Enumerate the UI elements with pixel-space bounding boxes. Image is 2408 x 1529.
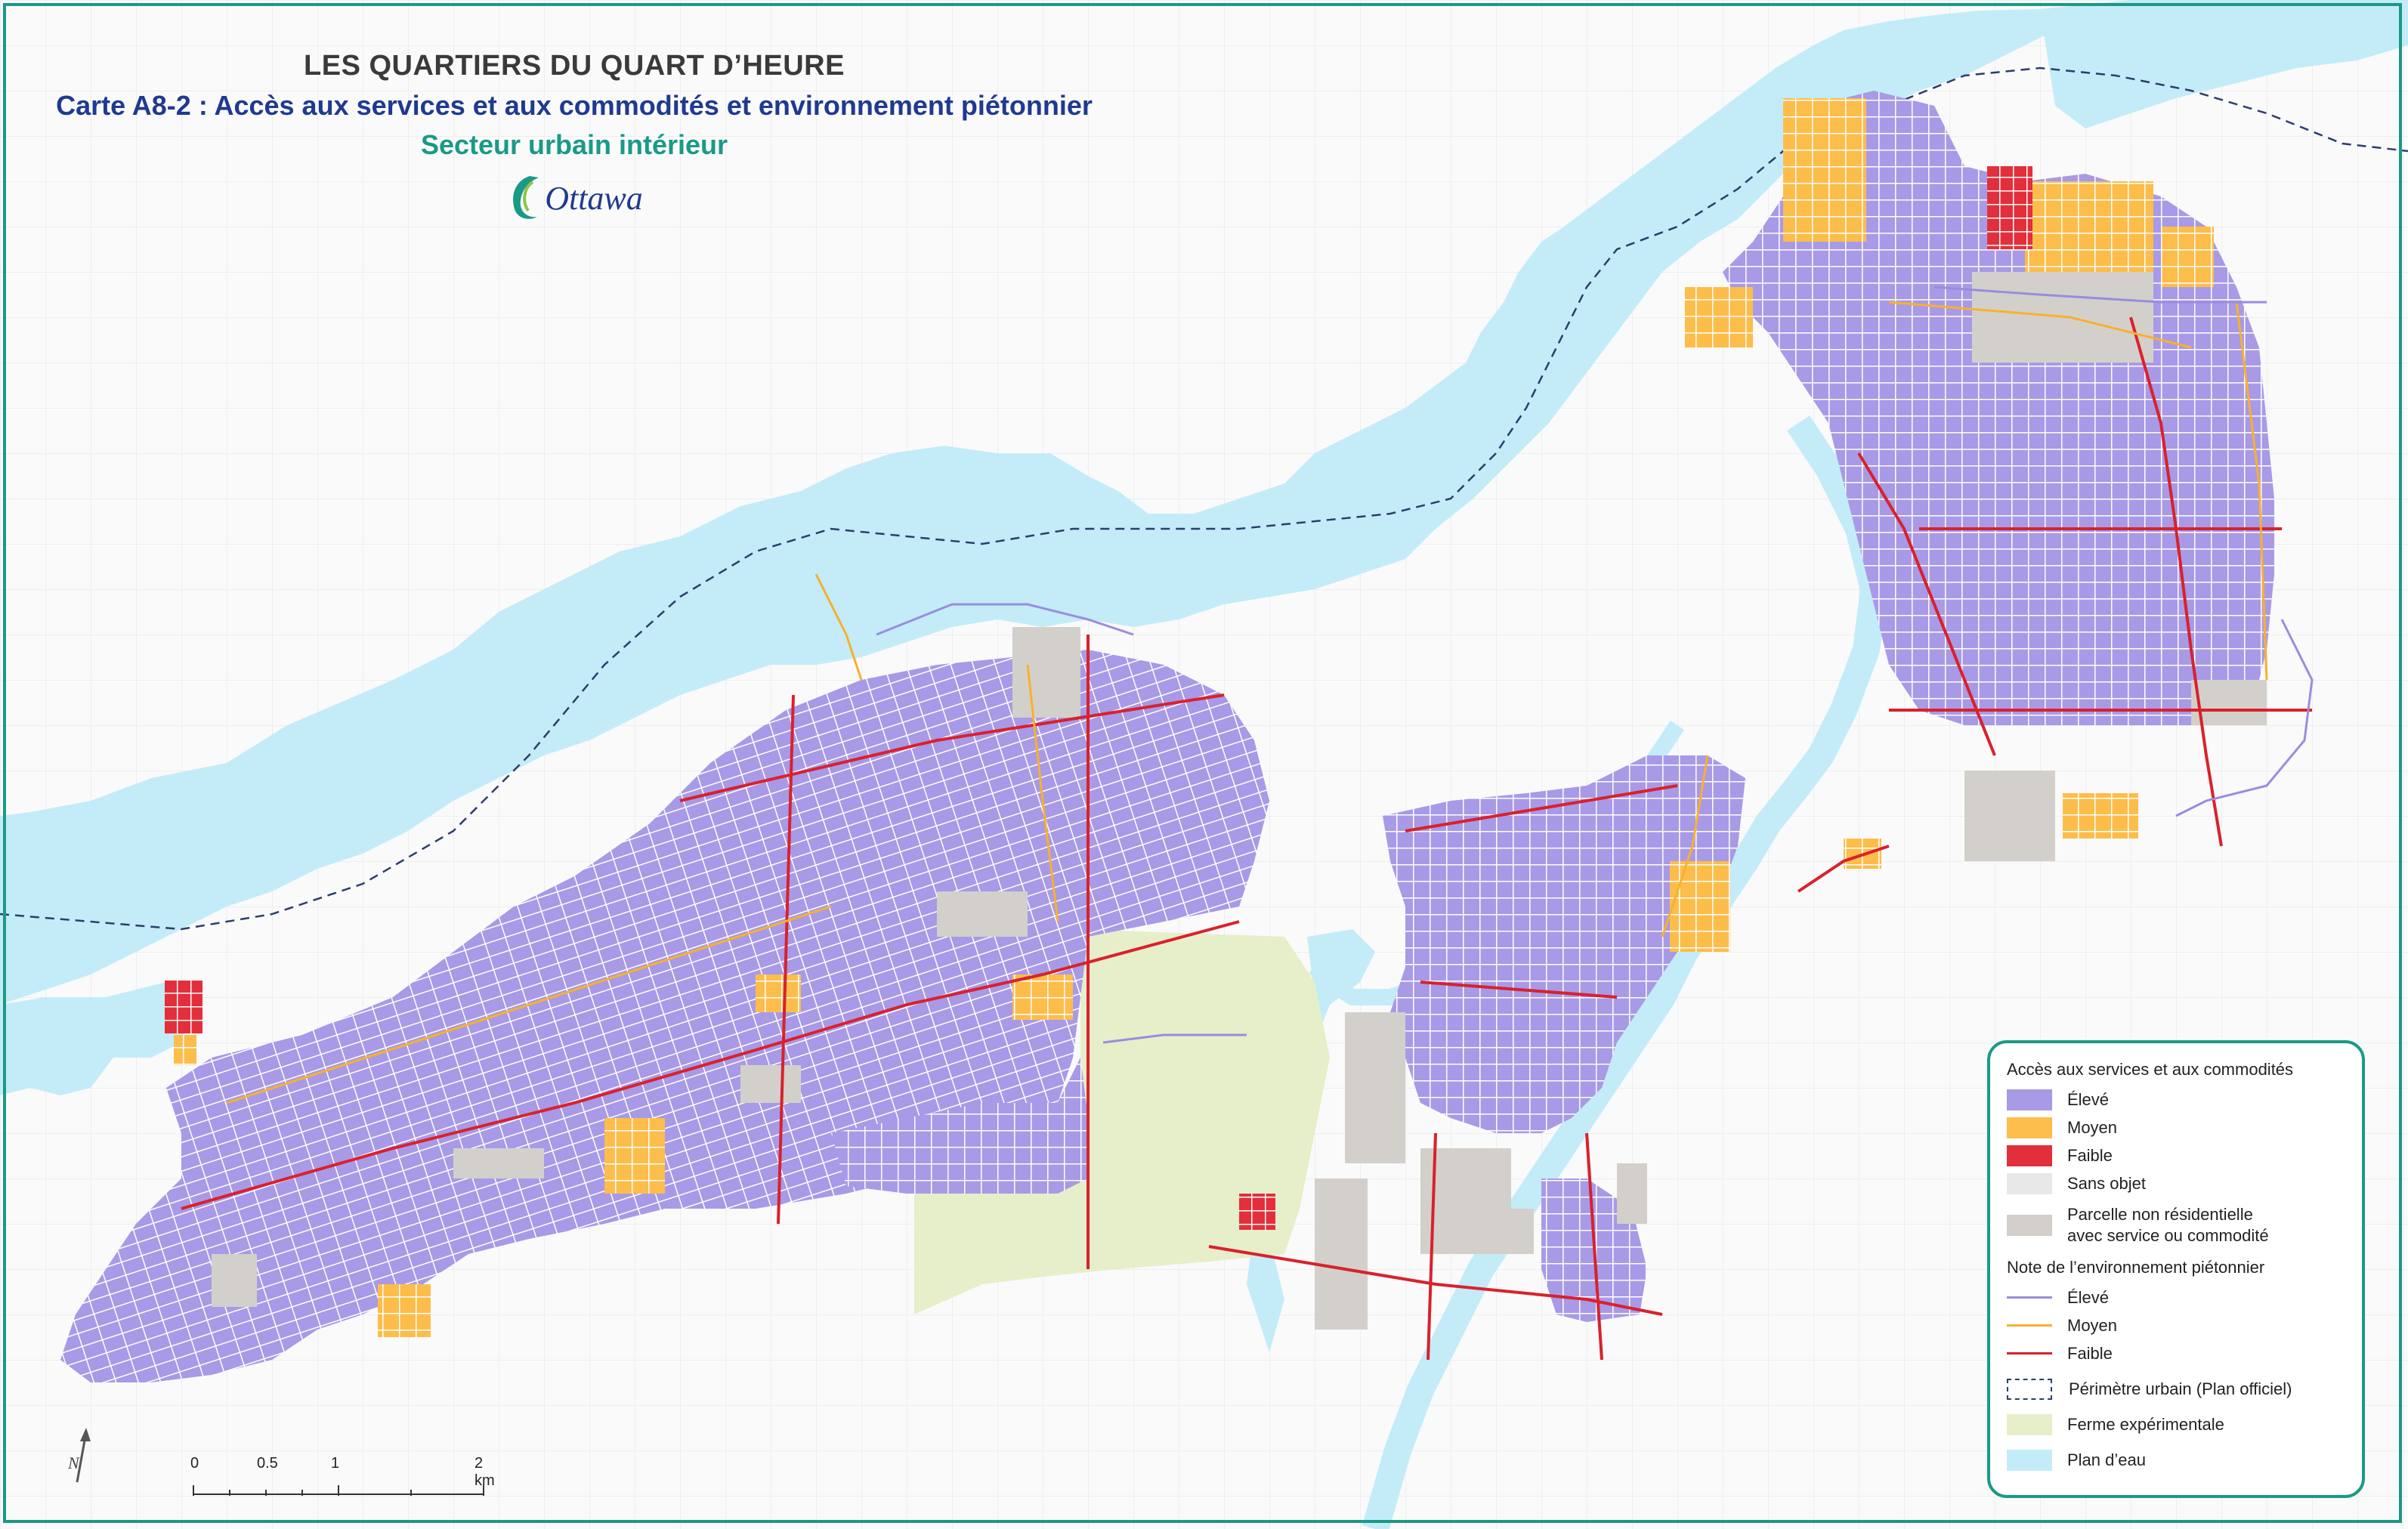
legend-line-walk-eleve bbox=[2007, 1296, 2052, 1299]
legend-item-eleve: Élevé bbox=[2007, 1086, 2345, 1114]
scale-bar-graphic bbox=[193, 1485, 484, 1496]
scale-label-1: 1 bbox=[331, 1455, 340, 1472]
urban-perimeter-line bbox=[0, 66, 2408, 931]
legend-item-sans-objet: Sans objet bbox=[2007, 1169, 2345, 1197]
water-rockcliffe bbox=[2040, 0, 2408, 128]
map-title: LES QUARTIERS DU QUART D’HEURE bbox=[304, 50, 845, 82]
legend-swatch-perimetre bbox=[2007, 1378, 2052, 1400]
scale-label-0-5: 0.5 bbox=[257, 1455, 278, 1472]
access-moyen-patch bbox=[2161, 227, 2214, 287]
legend-swatch-faible bbox=[2007, 1144, 2052, 1166]
ottawa-logo: Ottawa bbox=[505, 171, 643, 224]
parcel-non-residential bbox=[1012, 627, 1080, 718]
district-west-residential bbox=[60, 650, 1269, 1382]
map-frame bbox=[3, 3, 2402, 1523]
legend-item-perimetre: Périmètre urbain (Plan officiel) bbox=[2007, 1375, 2345, 1403]
scale-label-0: 0 bbox=[190, 1455, 199, 1472]
legend-item-walk-moyen: Moyen bbox=[2007, 1311, 2345, 1339]
legend-item-ferme: Ferme expérimentale bbox=[2007, 1410, 2345, 1438]
parcel-non-residential bbox=[1345, 1012, 1405, 1163]
legend-swatch-sans-objet bbox=[2007, 1172, 2052, 1194]
legend-label-eau: Plan d’eau bbox=[2067, 1450, 2146, 1469]
access-moyen-patch bbox=[2063, 793, 2138, 839]
parcel-non-residential bbox=[212, 1254, 257, 1307]
access-faible-patch bbox=[165, 981, 202, 1033]
legend-label-parcelle-line1: Parcelle non résidentielle bbox=[2067, 1205, 2253, 1224]
legend-label-perimetre: Périmètre urbain (Plan officiel) bbox=[2069, 1379, 2292, 1398]
legend-label-faible: Faible bbox=[2067, 1145, 2113, 1165]
legend-label-parcelle-line2: avec service ou commodité bbox=[2067, 1226, 2269, 1245]
north-arrow-icon: N bbox=[67, 1428, 91, 1483]
access-faible-patch bbox=[1239, 1194, 1275, 1230]
walk-moyen-roads bbox=[226, 301, 2268, 1104]
district-central-residential bbox=[1383, 755, 1745, 1133]
parcel-non-residential bbox=[453, 1148, 544, 1178]
legend: Accès aux services et aux commodités Éle… bbox=[1987, 1040, 2365, 1498]
access-moyen-patch bbox=[1783, 98, 1866, 242]
legend-swatch-moyen bbox=[2007, 1117, 2052, 1138]
access-moyen-patch bbox=[1685, 287, 1753, 348]
scale-label-2km: 2 km bbox=[474, 1455, 495, 1489]
access-moyen-patch bbox=[756, 975, 801, 1012]
north-label: N bbox=[67, 1453, 80, 1472]
legend-label-walk-faible: Faible bbox=[2067, 1343, 2113, 1363]
legend-access-heading: Accès aux services et aux commodités bbox=[2007, 1060, 2294, 1079]
access-moyen-patch bbox=[1012, 975, 1073, 1020]
experimental-farm bbox=[914, 929, 1330, 1314]
title-block: LES QUARTIERS DU QUART D’HEURE Carte A8-… bbox=[45, 50, 1103, 228]
parcel-non-residential bbox=[937, 891, 1028, 937]
water-west-inlet bbox=[0, 982, 196, 1095]
legend-label-parcelle: Parcelle non résidentielle avec service … bbox=[2067, 1204, 2269, 1246]
legend-label-walk-eleve: Élevé bbox=[2067, 1287, 2110, 1307]
legend-label-ferme: Ferme expérimentale bbox=[2067, 1414, 2224, 1434]
district-southwest-residential bbox=[831, 1058, 1088, 1194]
ottawa-swoosh-icon bbox=[513, 176, 539, 219]
legend-item-walk-eleve: Élevé bbox=[2007, 1283, 2345, 1311]
parcel-non-residential bbox=[1617, 1163, 1647, 1224]
parcel-non-residential bbox=[1315, 1178, 1368, 1330]
legend-swatch-eleve bbox=[2007, 1089, 2052, 1110]
access-moyen-patch bbox=[1670, 861, 1730, 952]
legend-swatch-parcelle bbox=[2007, 1215, 2052, 1236]
legend-item-moyen: Moyen bbox=[2007, 1114, 2345, 1141]
ottawa-logo-text: Ottawa bbox=[545, 179, 643, 217]
legend-label-walk-moyen: Moyen bbox=[2067, 1315, 2118, 1335]
legend-label-eleve: Élevé bbox=[2067, 1089, 2110, 1109]
parcel-non-residential bbox=[2191, 680, 2267, 725]
legend-label-moyen: Moyen bbox=[2067, 1117, 2118, 1137]
access-moyen-patch bbox=[378, 1284, 431, 1337]
map-area-title: Secteur urbain intérieur bbox=[420, 129, 728, 160]
legend-item-eau: Plan d’eau bbox=[2007, 1446, 2345, 1474]
legend-item-walk-faible: Faible bbox=[2007, 1339, 2345, 1367]
legend-item-faible: Faible bbox=[2007, 1141, 2345, 1169]
parcel-non-residential bbox=[1496, 1209, 1534, 1254]
walk-faible-roads bbox=[181, 317, 2312, 1361]
legend-swatch-eau bbox=[2007, 1449, 2052, 1471]
legend-swatch-ferme bbox=[2007, 1413, 2052, 1435]
access-moyen-patch bbox=[174, 1035, 196, 1065]
water-ottawa-river-body bbox=[0, 9, 2055, 1005]
parcel-non-residential bbox=[1964, 771, 2055, 861]
legend-line-walk-moyen bbox=[2007, 1324, 2052, 1327]
access-moyen-patch bbox=[604, 1118, 665, 1194]
legend-line-walk-faible bbox=[2007, 1352, 2052, 1354]
walk-eleve-roads bbox=[876, 286, 2314, 1044]
map-subtitle: Carte A8-2 : Accès aux services et aux c… bbox=[56, 90, 1093, 121]
legend-item-parcelle: Parcelle non résidentielle avec service … bbox=[2007, 1197, 2345, 1253]
parcel-non-residential bbox=[740, 1065, 801, 1103]
scale-bar: 0 0.5 1 2 km bbox=[178, 1452, 496, 1512]
legend-label-sans-objet: Sans objet bbox=[2067, 1173, 2146, 1193]
access-faible-patch bbox=[1987, 166, 2032, 249]
legend-walk-heading: Note de l’environnement piétonnier bbox=[2007, 1258, 2265, 1277]
